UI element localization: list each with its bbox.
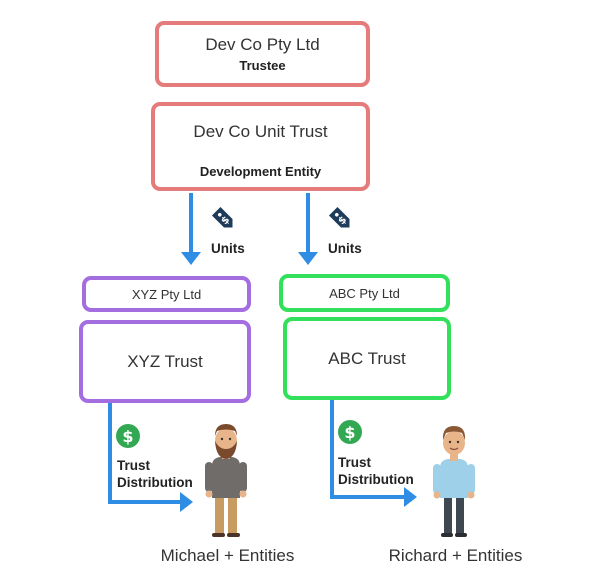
distribution-label-left: Trust Distribution xyxy=(117,457,193,491)
distribution-label-right-line1: Trust xyxy=(338,455,372,470)
dollar-coin-icon: $ xyxy=(116,424,140,448)
svg-text:$: $ xyxy=(344,423,355,442)
beneficiary-left: Michael + Entities xyxy=(160,546,295,565)
units-label-right: Units xyxy=(328,241,362,256)
development-entity-box: Dev Co Unit Trust Development Entity xyxy=(151,102,370,191)
price-tag-dollar-icon: $ xyxy=(328,206,350,228)
xyz-company-name: XYZ Pty Ltd xyxy=(131,286,202,302)
xyz-company-box: XYZ Pty Ltd xyxy=(82,276,251,312)
beneficiary-right: Richard + Entities xyxy=(388,546,523,565)
price-tag-dollar-icon: $ xyxy=(211,206,233,228)
abc-company-box: ABC Pty Ltd xyxy=(279,274,450,312)
abc-trust-name: ABC Trust xyxy=(328,348,406,368)
distribution-label-right-line2: Distribution xyxy=(338,472,414,487)
distribution-arrow-left xyxy=(108,401,193,512)
distribution-label-left-line1: Trust xyxy=(117,458,151,473)
trustee-name: Dev Co Pty Ltd xyxy=(205,35,320,54)
abc-company-name: ABC Pty Ltd xyxy=(329,285,400,301)
xyz-trust-box: XYZ Trust xyxy=(79,320,251,403)
svg-text:$: $ xyxy=(122,427,133,446)
units-arrow-left xyxy=(181,193,201,265)
dollar-coin-icon: $ xyxy=(338,420,362,444)
distribution-arrow-right xyxy=(330,398,417,507)
trustee-role: Trustee xyxy=(239,58,286,73)
xyz-trust-name: XYZ Trust xyxy=(127,351,203,371)
abc-trust-box: ABC Trust xyxy=(283,317,451,400)
trustee-box: Dev Co Pty Ltd Trustee xyxy=(155,21,370,87)
units-arrow-right xyxy=(298,193,318,265)
young-man-icon xyxy=(433,426,475,537)
development-entity-role: Development Entity xyxy=(199,164,322,179)
distribution-label-right: Trust Distribution xyxy=(338,454,414,488)
units-label-left: Units xyxy=(211,241,245,256)
development-entity-name: Dev Co Unit Trust xyxy=(193,122,328,141)
distribution-label-left-line2: Distribution xyxy=(117,475,193,490)
bearded-man-icon xyxy=(205,424,247,537)
